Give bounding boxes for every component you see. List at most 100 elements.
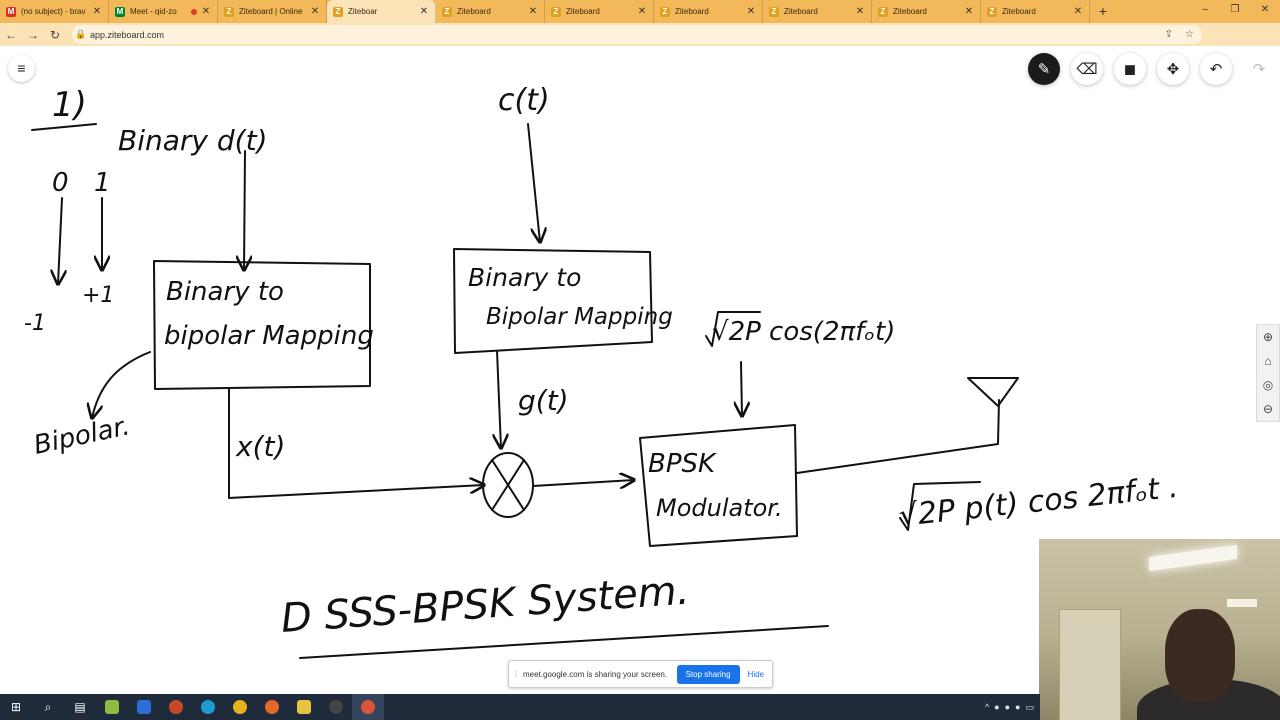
reload-icon[interactable]: ↻ [49, 27, 61, 42]
modulator-line2: Modulator. [656, 494, 783, 522]
tray-chevron-icon[interactable]: ^ [984, 702, 990, 712]
tray-icon-2[interactable]: ● [1004, 702, 1011, 712]
hide-button[interactable]: Hide [747, 669, 764, 679]
label-bipolar: Bipolar. [31, 411, 132, 461]
share-message: meet.google.com is sharing your screen. [523, 669, 668, 679]
close-tab-icon[interactable]: ✕ [637, 6, 647, 17]
app-icon-5[interactable] [352, 694, 384, 720]
recording-icon [191, 8, 197, 15]
forward-icon[interactable]: → [27, 27, 39, 42]
zoom-out-icon[interactable]: ⊖ [1262, 402, 1274, 416]
modulator-line1: BPSK [648, 449, 717, 479]
redo-icon[interactable]: ↷ [1243, 53, 1275, 85]
close-tab-icon[interactable]: ✕ [746, 6, 756, 17]
home-icon[interactable]: ⌂ [1264, 354, 1272, 368]
app-icon-3[interactable] [160, 694, 192, 720]
url-text: app.ziteboard.com [90, 29, 165, 40]
gmail-icon: M [6, 6, 16, 17]
system-tray: ^ ● ● ● ▭ [985, 694, 1034, 720]
tab-title: Ziteboard | Online [239, 7, 303, 16]
label-xt: x(t) [235, 430, 285, 463]
label-gt: g(t) [518, 384, 569, 417]
drawing-toolbar: ✎ ⌫ ◼ ✥ ↶ ↷ [1028, 53, 1275, 85]
new-tab-button[interactable]: + [1098, 3, 1108, 19]
window-controls: – ❐ ✕ [1190, 0, 1280, 23]
tray-icon-3[interactable]: ● [1015, 702, 1021, 712]
arrow-ct-to-block2 [527, 123, 540, 242]
block1-line2: bipolar Mapping [164, 321, 374, 351]
diagram-title: D SSS-BPSK System. [279, 568, 690, 642]
edge-icon[interactable] [192, 694, 224, 720]
ziteboard-icon: Z [878, 6, 888, 17]
tab-title: Ziteboard [1002, 7, 1036, 16]
close-tab-icon[interactable]: ✕ [201, 6, 211, 17]
maximize-icon[interactable]: ❐ [1230, 4, 1240, 15]
close-tab-icon[interactable]: ✕ [1073, 6, 1083, 17]
tab-title: Ziteboard [675, 7, 709, 16]
back-icon[interactable]: ← [5, 27, 17, 42]
undo-icon[interactable]: ↶ [1200, 53, 1232, 85]
close-tab-icon[interactable]: ✕ [855, 6, 865, 17]
title-underline [299, 625, 829, 659]
pen-icon[interactable]: ✎ [1028, 53, 1060, 85]
app-icon-2[interactable] [128, 694, 160, 720]
tab-7[interactable]: Z Ziteboard ✕ [654, 0, 763, 23]
url-field[interactable]: 🔒 app.ziteboard.com ⇪ ☆ [72, 25, 1202, 44]
tab-2[interactable]: M Meet - qid-zo ✕ [109, 0, 218, 23]
center-icon[interactable]: ◎ [1262, 378, 1274, 392]
app-icon-4[interactable] [320, 694, 352, 720]
address-bar-row: ← → ↻ 🔒 app.ziteboard.com ⇪ ☆ ▣ ⋮ [0, 23, 1280, 64]
zoom-controls: ⊕ ⌂ ◎ ⊖ [1256, 324, 1280, 422]
stop-sharing-button[interactable]: Stop sharing [676, 664, 740, 684]
drawing-layer: 1) Binary d(t) 0 1 -1 +1 Bipolar. Binary… [24, 83, 1180, 659]
tray-icon-1[interactable]: ● [994, 702, 1000, 712]
webcam-video [1039, 539, 1280, 720]
screen-share-banner: ⁞ meet.google.com is sharing your screen… [508, 660, 773, 688]
start-icon[interactable]: ⊞ [10, 700, 22, 714]
drag-handle-icon[interactable]: ⁞ [514, 669, 518, 679]
arrow-to-bipolar [92, 351, 151, 418]
close-tab-icon[interactable]: ✕ [92, 6, 102, 17]
chrome-icon[interactable] [224, 694, 256, 720]
meet-icon: M [115, 6, 125, 17]
ziteboard-icon: Z [224, 6, 234, 17]
label-one: 1 [94, 168, 111, 198]
move-icon[interactable]: ✥ [1157, 53, 1189, 85]
bookmark-star-icon[interactable]: ☆ [1185, 29, 1194, 40]
ceiling-light-small [1227, 599, 1257, 607]
close-tab-icon[interactable]: ✕ [528, 6, 538, 17]
eraser-icon[interactable]: ⌫ [1071, 53, 1103, 85]
tab-1[interactable]: M(no subject) - brav✕ [0, 0, 109, 23]
ziteboard-icon: Z [769, 6, 779, 17]
minimize-icon[interactable]: – [1202, 4, 1208, 15]
file-explorer-icon[interactable] [288, 694, 320, 720]
close-window-icon[interactable]: ✕ [1260, 4, 1270, 15]
arrow-carrier-to-modulator [741, 361, 742, 416]
search-icon[interactable]: ⌕ [44, 699, 52, 714]
hamburger-menu-icon[interactable]: ≡ [8, 55, 35, 82]
firefox-icon[interactable] [256, 694, 288, 720]
ziteboard-icon: Z [551, 6, 561, 17]
sticky-note-icon[interactable]: ◼ [1114, 53, 1146, 85]
label-minus-one: -1 [24, 311, 46, 336]
app-icon-1[interactable] [96, 694, 128, 720]
close-tab-icon[interactable]: ✕ [964, 6, 974, 17]
ziteboard-icon: Z [660, 6, 670, 17]
close-tab-icon[interactable]: ✕ [419, 6, 429, 17]
tab-title: Meet - qid-zo [130, 7, 177, 16]
ceiling-light [1149, 544, 1237, 572]
task-view-icon[interactable]: ▤ [74, 700, 86, 714]
zoom-in-icon[interactable]: ⊕ [1262, 330, 1274, 344]
network-icon[interactable]: ▭ [1025, 701, 1034, 712]
share-page-icon[interactable]: ⇪ [1164, 29, 1174, 40]
tab-3[interactable]: Z Ziteboard | Online ✕ [218, 0, 327, 23]
block1-box [153, 260, 371, 390]
close-tab-icon[interactable]: ✕ [310, 6, 320, 17]
